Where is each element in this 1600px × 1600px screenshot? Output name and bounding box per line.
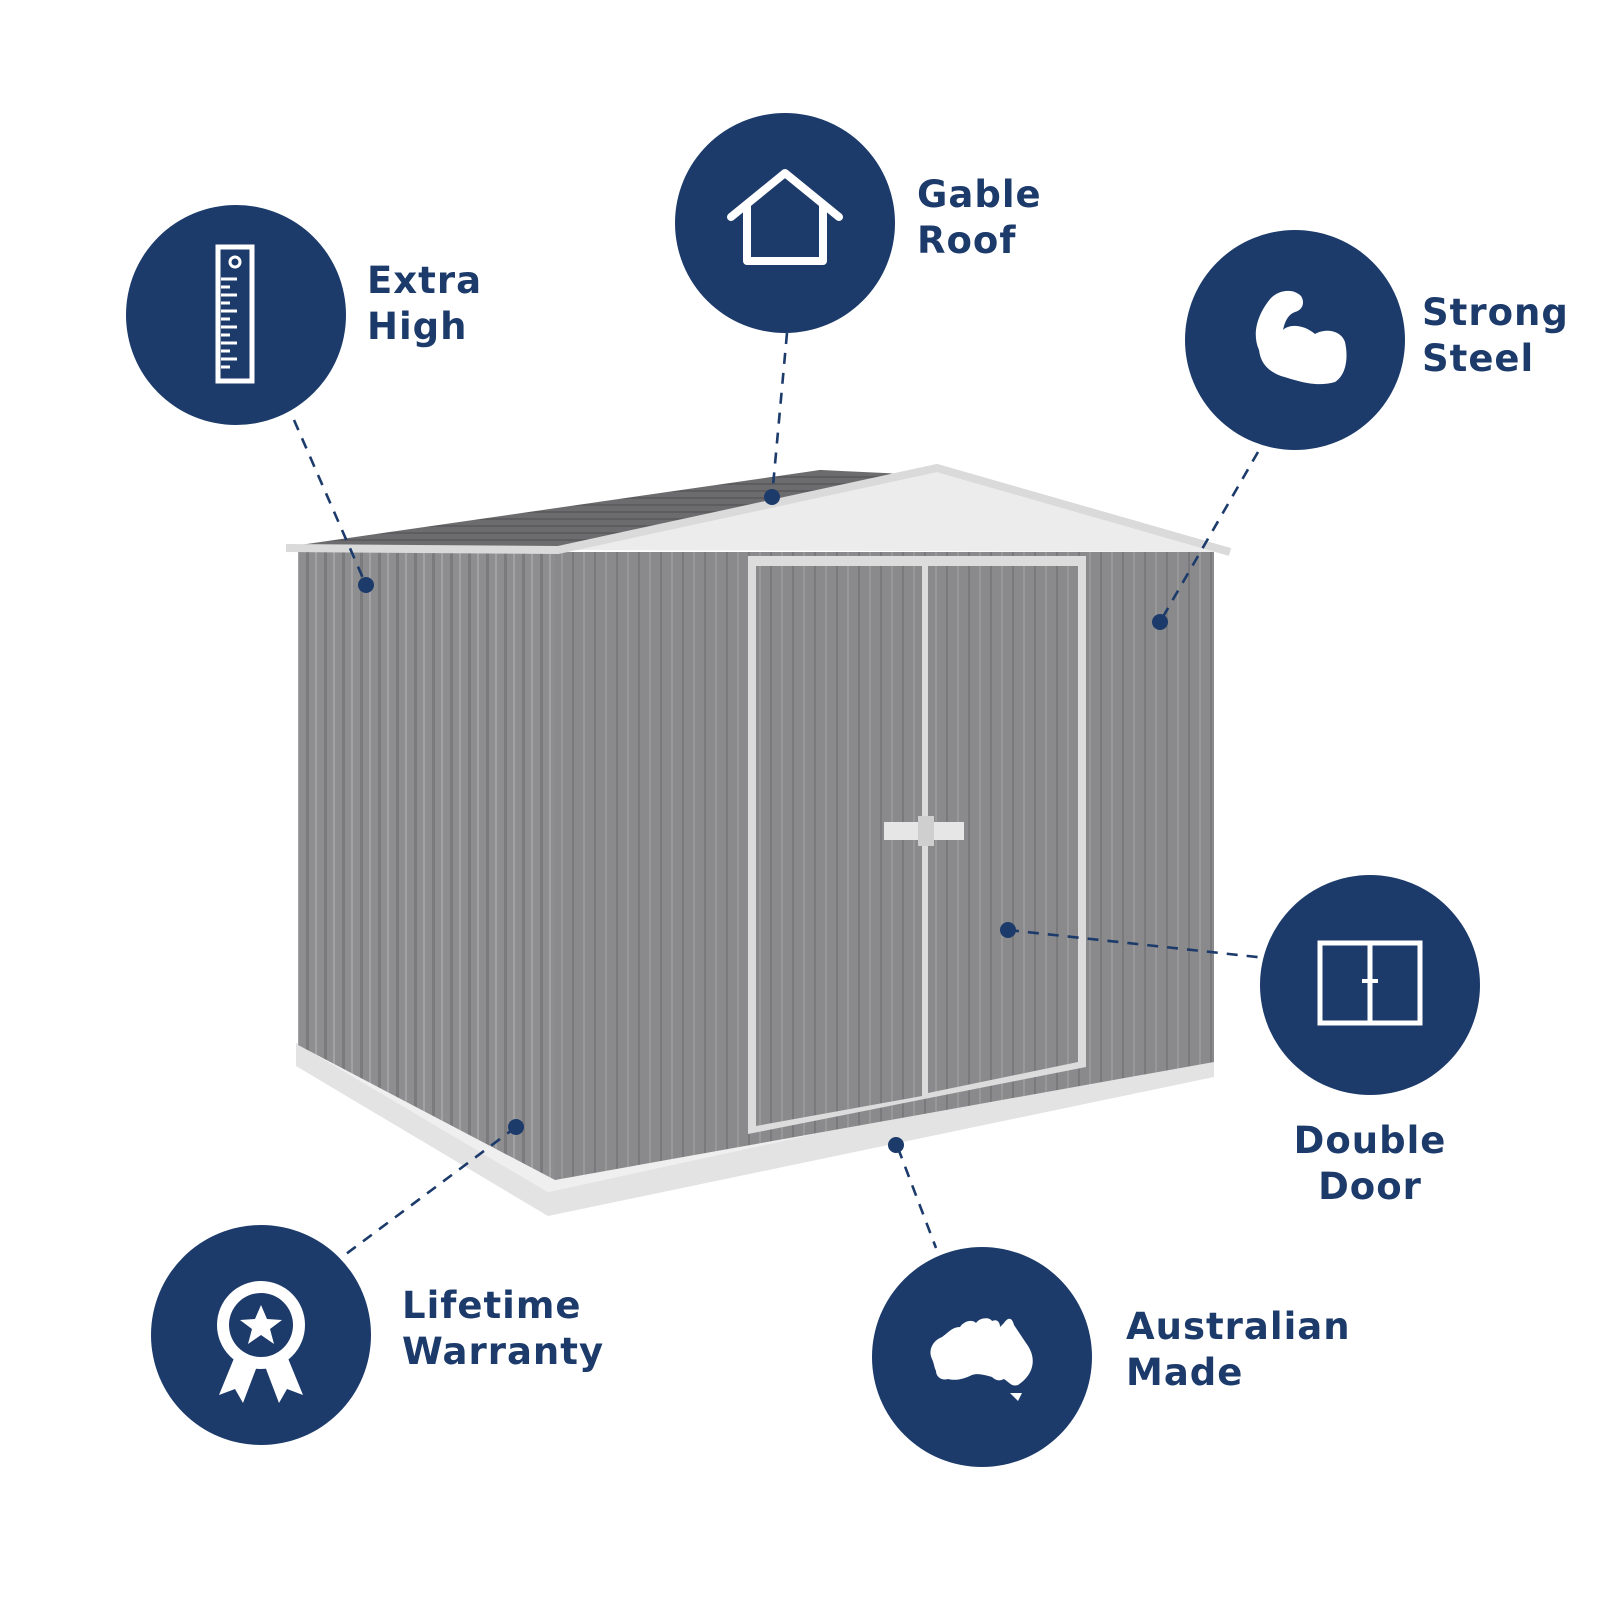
door-left-panel (756, 566, 922, 1126)
label-lifetime-warranty: Lifetime Warranty (402, 1284, 605, 1373)
australia-map-icon (930, 1318, 1033, 1401)
label-strong-steel: Strong Steel (1422, 291, 1569, 380)
label-australian-made: Australian Made (1126, 1305, 1351, 1394)
flexed-arm-icon (1255, 290, 1347, 385)
house-outline-icon (727, 169, 843, 265)
award-ribbon-icon (217, 1281, 305, 1403)
label-extra-high: Extra High (367, 259, 483, 348)
label-double-door: Double Door (1293, 1119, 1447, 1208)
roof-ridge-trim (285, 463, 1232, 556)
double-door-icon (1317, 940, 1423, 1026)
shed-side-wall (298, 552, 555, 1180)
badge-lifetime-warranty (151, 1225, 371, 1445)
badge-double-door (1260, 875, 1480, 1095)
badge-australian-made (872, 1247, 1092, 1467)
badge-extra-high (126, 205, 346, 425)
connector-dots (358, 489, 1168, 1153)
connector-lines (292, 332, 1267, 1262)
label-gable-roof: Gable Roof (917, 173, 1042, 262)
roof-left-slope (286, 470, 905, 548)
door-right-panel (928, 566, 1078, 1093)
ruler-icon (215, 244, 255, 384)
badge-strong-steel (1185, 230, 1405, 450)
badge-gable-roof (675, 113, 895, 333)
gable-end (558, 470, 1226, 552)
